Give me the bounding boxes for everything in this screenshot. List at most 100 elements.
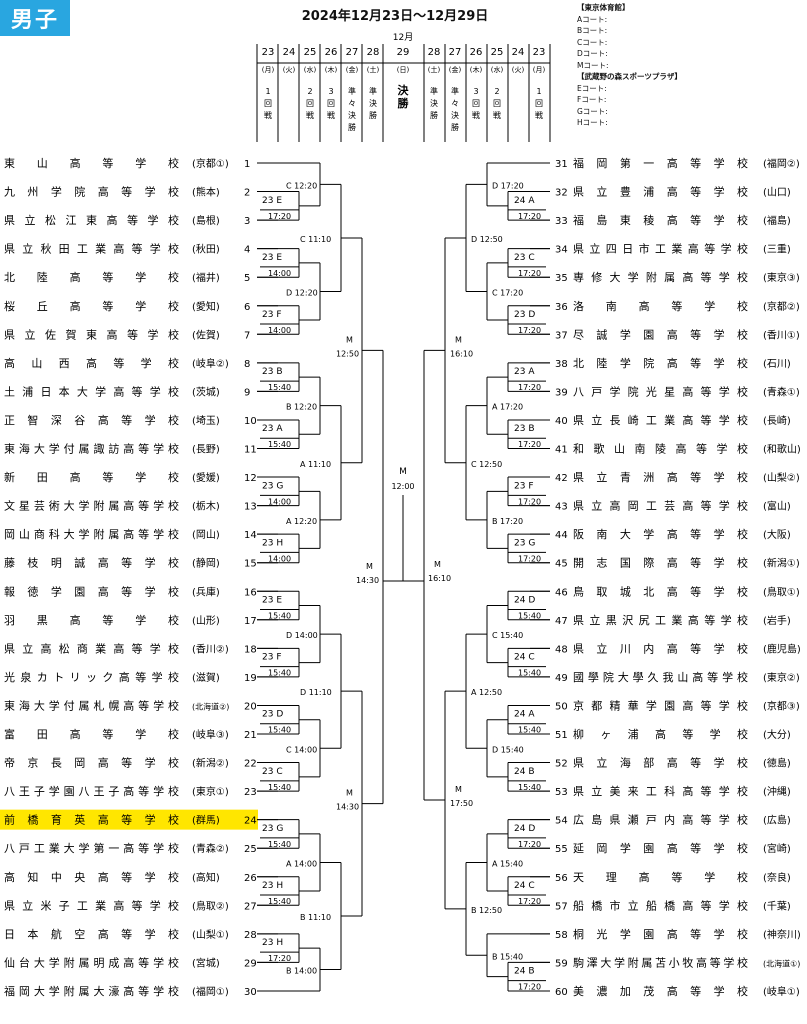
- team-number: 8: [244, 359, 250, 370]
- team-prefecture: (新潟②): [192, 757, 229, 770]
- team-name: 広島県瀬戸内高等学校: [573, 813, 748, 827]
- match-time: 15:40: [268, 440, 291, 449]
- column-round: 回: [493, 99, 501, 108]
- column-round: 準: [430, 86, 438, 96]
- team-name: 東海大学付属札幌高等学校: [4, 698, 179, 712]
- match-time: 16:10: [450, 349, 473, 358]
- column-round: 戦: [264, 110, 272, 120]
- column-round: 決: [369, 98, 377, 108]
- match-time: 17:20: [518, 554, 541, 563]
- team-prefecture: (兵庫): [192, 585, 220, 598]
- team-prefecture: (神奈川): [763, 928, 801, 941]
- match-court-time: B 12:20: [286, 403, 317, 412]
- team-prefecture: (東京①): [192, 785, 229, 798]
- match-court-time: B 12:50: [471, 906, 502, 915]
- column-round: 1: [536, 87, 541, 96]
- team-prefecture: (福岡②): [763, 157, 800, 170]
- team-number: 2: [244, 188, 250, 199]
- column-round: 準: [369, 86, 377, 96]
- match-court: 24 A: [514, 196, 535, 206]
- team-name: 高知中央高等学校: [4, 870, 179, 884]
- venue-line: Hコート:: [577, 118, 608, 127]
- match-court: 24 D: [514, 824, 535, 834]
- match-court-time: A 17:20: [492, 403, 523, 412]
- team-prefecture: (愛媛): [192, 471, 220, 484]
- column-date: 25: [491, 47, 504, 58]
- team-number: 46: [555, 587, 568, 598]
- team-prefecture: (福島): [763, 214, 791, 227]
- match-time: 15:40: [518, 726, 541, 735]
- team-name: 県立美来工科高等学校: [573, 784, 748, 798]
- team-number: 12: [244, 473, 257, 484]
- match-time: 17:20: [518, 269, 541, 278]
- team-name: 県立米子工業高等学校: [4, 898, 179, 912]
- match-court-time: D 17:20: [492, 181, 524, 190]
- team-name: 県立松江東高等学校: [4, 213, 179, 227]
- match-court-time: A 15:40: [492, 859, 523, 868]
- column-month: 12月: [393, 32, 413, 43]
- match-court-time: C 11:10: [300, 235, 331, 244]
- match-court: 23 H: [262, 938, 283, 948]
- column-round: 1: [265, 87, 270, 96]
- team-number: 36: [555, 302, 568, 313]
- team-name: 岡山商科大学附属高等学校: [4, 527, 179, 541]
- team-prefecture: (広島): [763, 814, 791, 827]
- column-round: 2: [494, 87, 499, 96]
- team-prefecture: (北海道①): [763, 958, 800, 968]
- match-court: 24 C: [514, 881, 535, 891]
- match-court: 24 A: [514, 710, 535, 720]
- team-number: 48: [555, 644, 568, 655]
- team-name: 土浦日本大学高等学校: [4, 384, 179, 398]
- team-name: 高山西高等学校: [4, 356, 179, 370]
- column-round: 戦: [306, 110, 314, 120]
- team-name: 國學院大學久我山高等学校: [573, 670, 748, 684]
- match-court: 23 G: [514, 538, 535, 548]
- team-number: 22: [244, 759, 257, 770]
- venue-line: Bコート:: [577, 26, 608, 35]
- team-prefecture: (香川②): [192, 643, 229, 655]
- team-prefecture: (長崎): [763, 414, 791, 427]
- team-number: 53: [555, 787, 568, 798]
- team-prefecture: (徳島): [763, 757, 791, 770]
- match-court: M: [434, 560, 441, 569]
- tournament-dates: 2024年12月23日〜12月29日: [301, 9, 489, 24]
- match-court: 23 F: [262, 310, 282, 320]
- venue-line: Cコート:: [577, 37, 608, 47]
- match-court: 23 H: [262, 538, 283, 548]
- team-number: 58: [555, 930, 568, 941]
- team-name: 尽誠学園高等学校: [573, 327, 748, 341]
- team-number: 37: [555, 330, 568, 341]
- column-date: 28: [367, 47, 380, 58]
- team-prefecture: (京都①): [192, 157, 229, 170]
- column-date: 27: [346, 47, 359, 58]
- column-weekday: (月): [262, 66, 275, 74]
- team-number: 18: [244, 644, 257, 655]
- venue-line: 【武蔵野の森スポーツプラザ】: [577, 72, 682, 81]
- match-time: 15:40: [268, 783, 291, 792]
- match-court: 24 D: [514, 596, 535, 606]
- team-number: 7: [244, 330, 250, 341]
- team-name: 県立四日市工業高等学校: [573, 242, 748, 256]
- team-prefecture: (奈良): [763, 871, 791, 884]
- column-round: 戦: [327, 110, 335, 120]
- team-number: 34: [555, 245, 568, 256]
- team-name: 船橋市立船橋高等学校: [573, 898, 748, 912]
- match-time: 14:30: [356, 576, 379, 585]
- team-name: 県立高岡工芸高等学校: [573, 499, 748, 513]
- team-number: 1: [244, 159, 250, 170]
- column-round: 勝: [348, 122, 356, 132]
- venue-legend: 【東京体育館】Aコート:Bコート:Cコート:Dコート:Mコート:【武蔵野の森スポ…: [577, 2, 682, 129]
- team-prefecture: (群馬): [192, 814, 220, 827]
- column-date: 24: [512, 47, 525, 58]
- team-name: 県立青洲高等学校: [573, 470, 748, 484]
- column-round: 々: [348, 99, 356, 108]
- team-prefecture: (青森①): [763, 385, 800, 398]
- team-prefecture: (岡山): [192, 529, 220, 541]
- venue-line: Aコート:: [577, 14, 608, 24]
- team-prefecture: (熊本): [192, 186, 220, 199]
- team-number: 13: [244, 502, 257, 513]
- column-round: 回: [327, 99, 335, 108]
- match-court: 23 A: [514, 367, 535, 377]
- team-number: 14: [244, 530, 257, 541]
